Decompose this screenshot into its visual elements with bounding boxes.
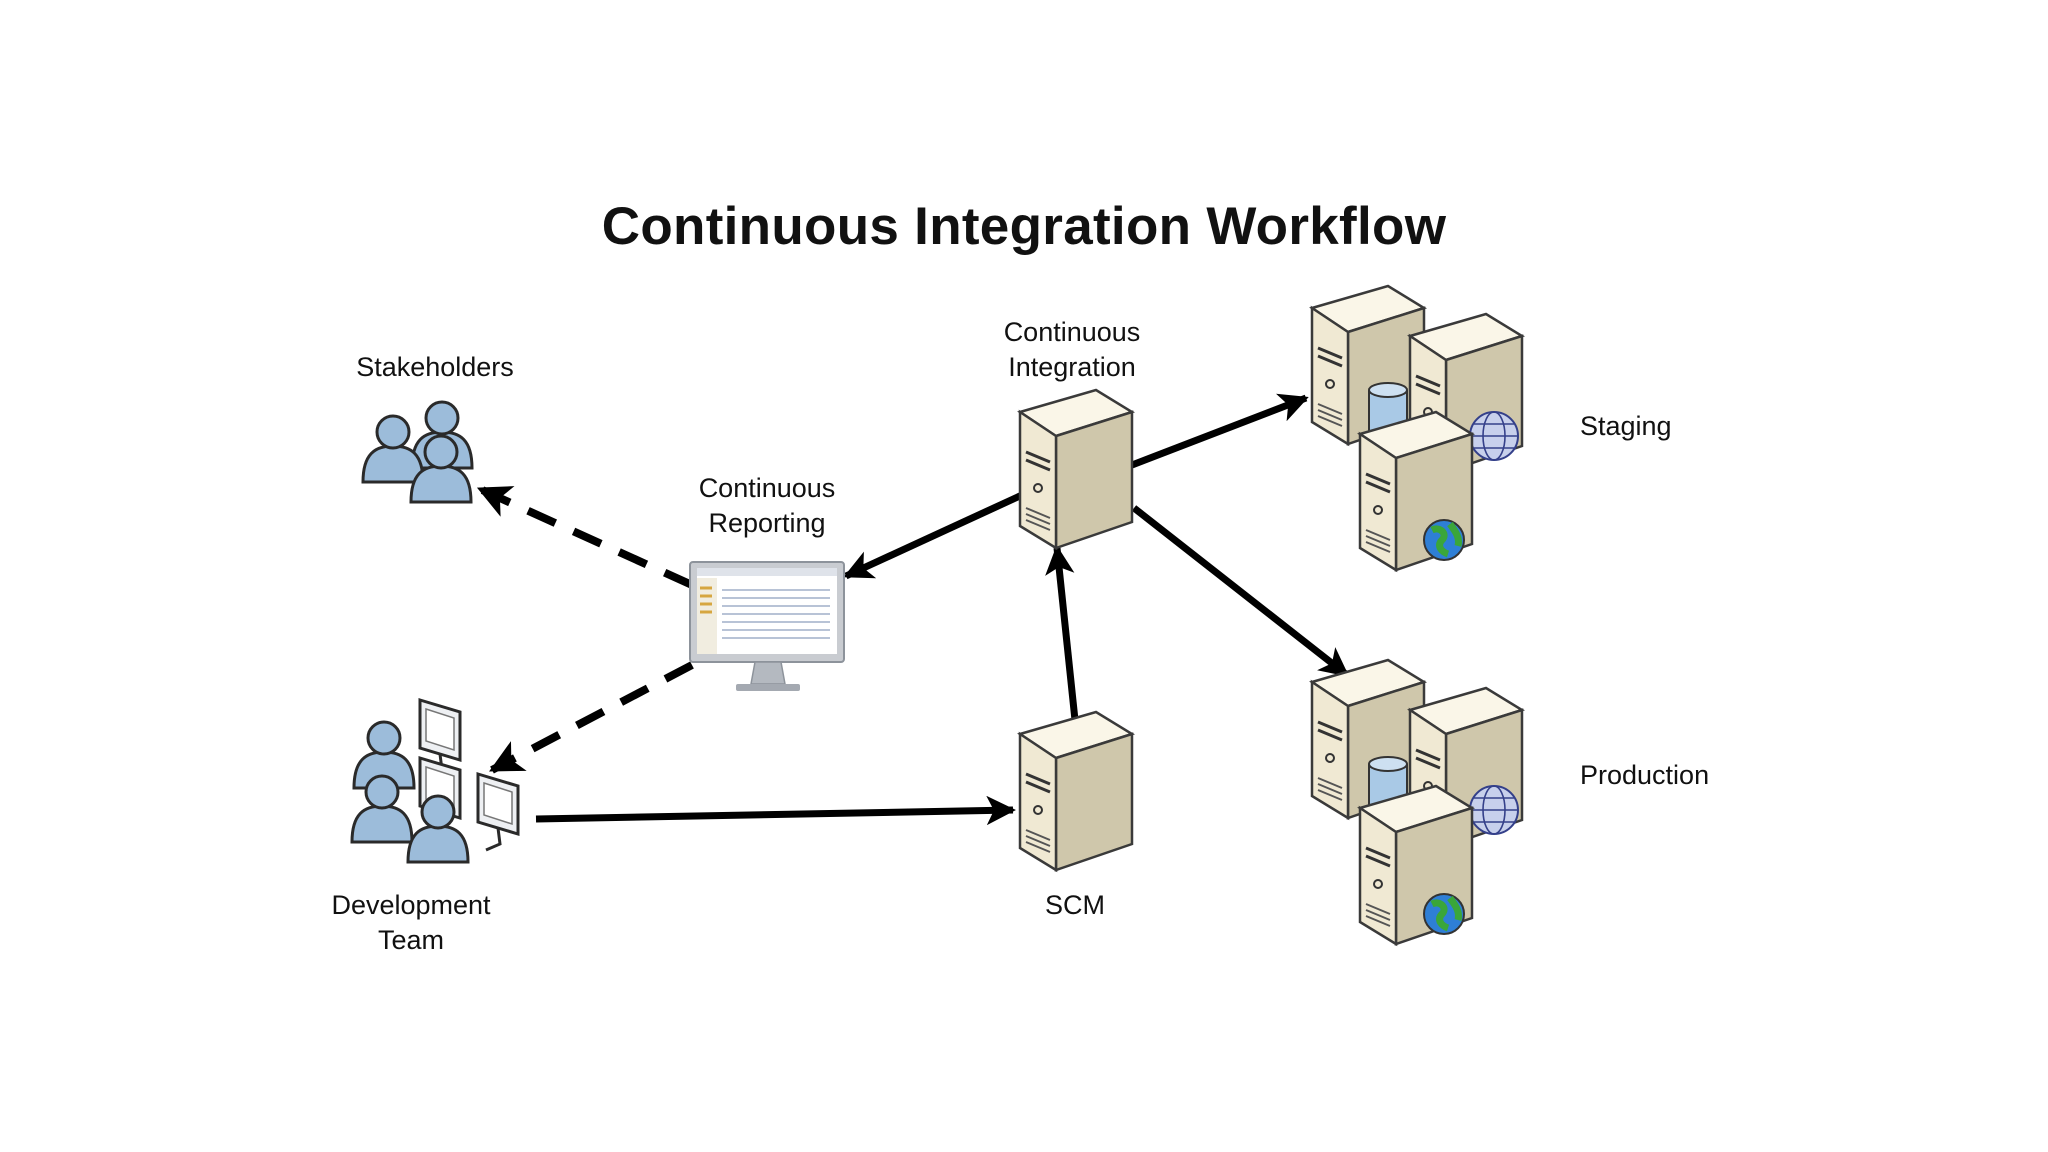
dev-team-label-line1: Development xyxy=(331,890,491,920)
dev-team-label: Development Team xyxy=(306,888,516,958)
dev-team-label-line2: Team xyxy=(377,925,445,955)
arrow-ci-to-staging xyxy=(1130,393,1309,469)
ci-label-line1: Continuous xyxy=(1003,317,1141,347)
ci-label: Continuous Integration xyxy=(967,315,1177,385)
staging-label: Staging xyxy=(1580,409,1672,444)
reporting-label-line1: Continuous xyxy=(698,473,836,503)
scm-server-icon xyxy=(1018,710,1134,872)
staging-server-cluster-icon xyxy=(1312,286,1522,570)
arrow-dev-to-scm xyxy=(535,795,1016,826)
scm-label: SCM xyxy=(1000,888,1150,923)
stakeholders-label: Stakeholders xyxy=(330,350,540,385)
ci-label-line2: Integration xyxy=(1008,352,1136,382)
scm-label-text: SCM xyxy=(1045,890,1105,920)
arrow-ci-to-reporting xyxy=(843,491,1024,580)
monitor-icon xyxy=(689,561,845,691)
arrow-reporting-to-stakeholders xyxy=(476,485,694,589)
arrow-reporting-to-dev-team xyxy=(489,661,694,774)
user-group-icon xyxy=(361,400,474,504)
production-label: Production xyxy=(1580,758,1709,793)
staging-label-text: Staging xyxy=(1580,411,1672,441)
ci-server-icon xyxy=(1018,388,1134,550)
reporting-label: Continuous Reporting xyxy=(662,471,872,541)
diagram-title: Continuous Integration Workflow xyxy=(601,197,1447,256)
developer-workstations-icon xyxy=(350,698,520,864)
stakeholders-label-text: Stakeholders xyxy=(356,352,514,382)
production-label-text: Production xyxy=(1580,760,1710,790)
reporting-label-line2: Reporting xyxy=(708,508,826,538)
production-server-cluster-icon xyxy=(1312,660,1522,944)
arrow-ci-to-production xyxy=(1131,505,1350,678)
arrow-scm-to-ci xyxy=(1045,545,1079,721)
